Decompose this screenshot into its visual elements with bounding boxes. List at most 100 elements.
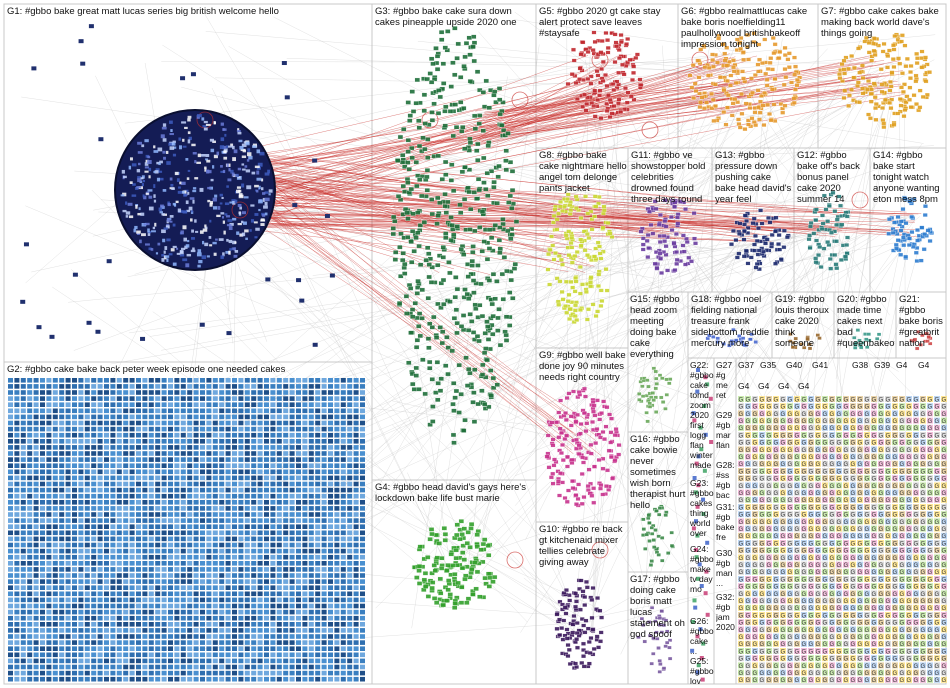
node [289, 451, 295, 456]
node-g3 [467, 370, 473, 376]
node [257, 561, 263, 566]
node [174, 518, 180, 523]
node-g5 [609, 111, 615, 116]
node [168, 652, 173, 658]
node [360, 664, 365, 670]
node-g3 [425, 155, 431, 160]
node [97, 628, 103, 633]
node [148, 567, 154, 572]
node-g4 [474, 532, 480, 537]
node [78, 634, 84, 639]
node [219, 658, 225, 664]
node [302, 463, 308, 468]
node [20, 597, 26, 603]
node [148, 247, 152, 251]
node [251, 171, 256, 175]
node [155, 579, 161, 584]
node [136, 396, 141, 401]
edge [267, 193, 602, 456]
node [353, 512, 359, 517]
node [84, 390, 90, 395]
node [59, 439, 65, 444]
node [129, 439, 135, 444]
node [142, 603, 148, 609]
node-g7 [837, 76, 843, 81]
node [33, 414, 39, 420]
node [72, 408, 77, 414]
node-g7 [855, 83, 860, 88]
node-g3 [458, 324, 465, 329]
node-g3 [441, 302, 447, 307]
node-g5 [637, 77, 643, 82]
node [174, 402, 180, 407]
node [302, 500, 308, 505]
node [59, 420, 65, 426]
node [276, 542, 282, 548]
node-g7 [919, 65, 925, 70]
node [20, 628, 26, 633]
node-g4 [464, 600, 470, 605]
node [136, 451, 141, 456]
node-g3 [416, 387, 422, 392]
edge [247, 164, 600, 439]
node [40, 640, 45, 645]
node [289, 634, 295, 639]
node [264, 646, 269, 651]
edge [230, 163, 565, 433]
node [225, 597, 231, 603]
node [264, 402, 269, 407]
node [233, 149, 238, 154]
node-g3 [475, 141, 481, 147]
node [104, 414, 109, 420]
node [340, 500, 346, 505]
node-g3 [398, 231, 404, 236]
node [334, 561, 340, 566]
node [308, 652, 314, 658]
node [33, 457, 39, 462]
node [264, 487, 269, 493]
node [46, 615, 52, 621]
node [91, 536, 97, 542]
node [180, 432, 186, 438]
node [270, 390, 276, 395]
node [155, 168, 160, 172]
node [334, 609, 340, 615]
node [137, 176, 142, 179]
node [276, 457, 282, 462]
node [353, 646, 359, 651]
node [264, 506, 269, 511]
node [46, 390, 52, 395]
node [123, 561, 129, 566]
node-g3 [490, 331, 496, 337]
node [174, 561, 180, 566]
node [226, 331, 232, 336]
node [238, 530, 244, 536]
node [153, 199, 157, 203]
node [129, 634, 135, 639]
node-g6 [735, 100, 741, 105]
node [180, 76, 186, 81]
node [144, 139, 149, 143]
node [40, 591, 45, 597]
node [78, 676, 84, 682]
node-g3 [465, 328, 472, 333]
node-g3 [416, 324, 422, 329]
node [302, 573, 308, 578]
node [340, 615, 346, 621]
node [353, 530, 359, 536]
node-g7 [860, 86, 865, 91]
node [20, 487, 26, 493]
node [185, 263, 190, 268]
node-g4 [454, 563, 460, 568]
node [91, 500, 97, 505]
node [334, 646, 340, 651]
node [20, 652, 26, 658]
node [238, 554, 244, 560]
node [59, 451, 65, 456]
node [136, 579, 141, 584]
node [129, 554, 135, 560]
node-g3 [451, 440, 457, 445]
node [181, 121, 187, 124]
edge [344, 237, 580, 486]
edge [456, 218, 700, 559]
